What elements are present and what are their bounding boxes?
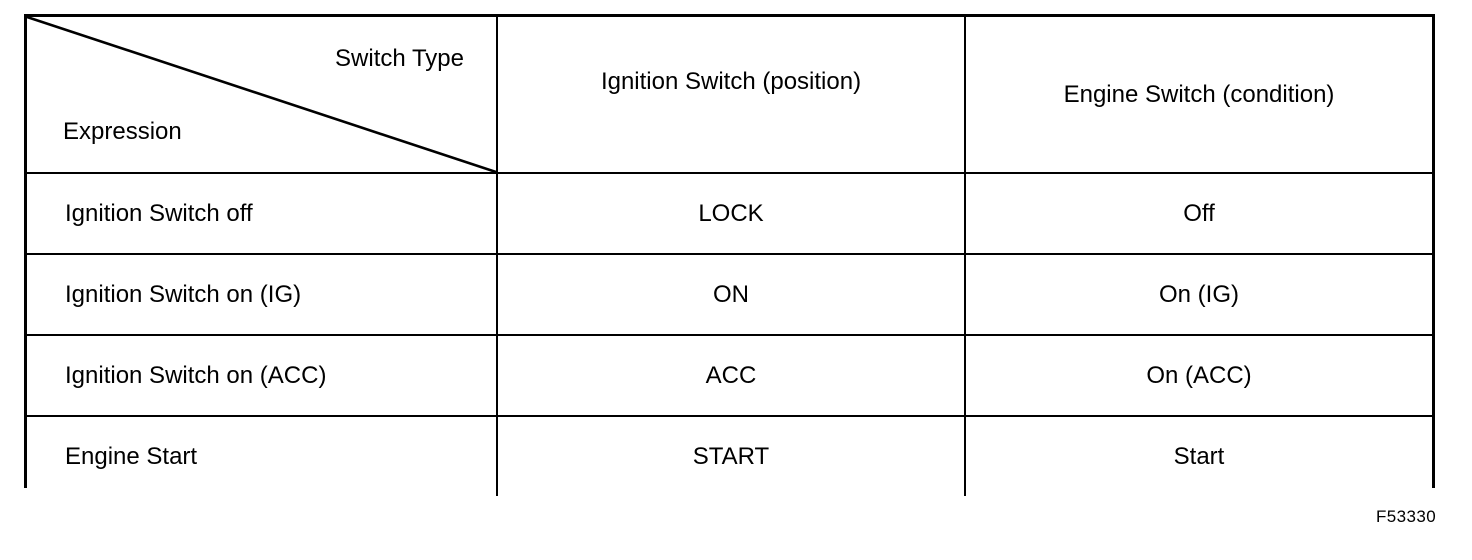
table-row: Engine Start START Start (27, 415, 1432, 496)
header-switch-type-label: Switch Type (335, 45, 464, 72)
row-expression-label: Ignition Switch off (27, 172, 497, 254)
diagonal-divider-icon (27, 17, 496, 172)
table-row: Ignition Switch off LOCK Off (27, 172, 1432, 254)
header-cell-ignition-switch: Ignition Switch (position) (496, 17, 965, 173)
row-ignition-switch-value: START (496, 415, 965, 496)
row-ignition-switch-value: ON (496, 253, 965, 335)
row-expression-label: Ignition Switch on (ACC) (27, 334, 497, 416)
switch-type-table-container: Switch Type Expression Ignition Switch (… (24, 14, 1435, 496)
switch-type-table: Switch Type Expression Ignition Switch (… (27, 17, 1432, 496)
row-engine-switch-value: Off (964, 172, 1432, 254)
table-row: Ignition Switch on (ACC) ACC On (ACC) (27, 334, 1432, 416)
row-engine-switch-value: Start (964, 415, 1432, 496)
row-expression-label: Engine Start (27, 415, 497, 496)
header-corner-cell: Switch Type Expression (27, 17, 497, 173)
row-ignition-switch-value: LOCK (496, 172, 965, 254)
figure-caption: F53330 (1376, 507, 1437, 526)
row-engine-switch-value: On (ACC) (964, 334, 1432, 416)
header-ignition-switch-label: Ignition Switch (position) (600, 67, 862, 95)
row-ignition-switch-value: ACC (496, 334, 965, 416)
row-expression-label: Ignition Switch on (IG) (27, 253, 497, 335)
row-engine-switch-value: On (IG) (964, 253, 1432, 335)
header-cell-engine-switch: Engine Switch (condition) (964, 17, 1432, 173)
header-engine-switch-label: Engine Switch (condition) (1063, 80, 1335, 108)
header-expression-label: Expression (63, 118, 182, 146)
table-header-row: Switch Type Expression Ignition Switch (… (27, 17, 1432, 173)
table-row: Ignition Switch on (IG) ON On (IG) (27, 253, 1432, 335)
